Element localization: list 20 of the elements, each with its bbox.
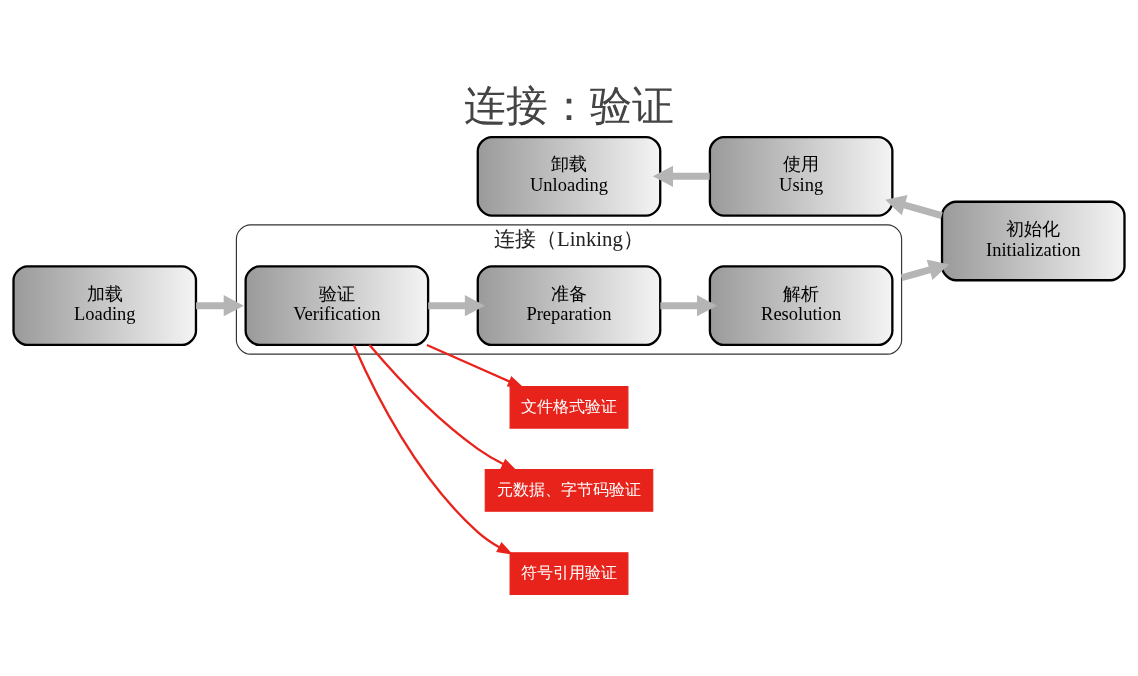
- node-box: 文件格式验证: [509, 385, 629, 429]
- diagram-title: 连接：验证: [464, 81, 674, 129]
- arrow: [428, 295, 485, 317]
- arrow: [352, 344, 514, 555]
- arrow: [900, 259, 949, 282]
- node-box: 解析 Resolution: [708, 265, 894, 347]
- arrow: [426, 343, 524, 388]
- arrow: [196, 295, 244, 317]
- node-box: 加载 Loading: [12, 265, 198, 347]
- node-box: 准备 Preparation: [476, 265, 662, 347]
- arrow: [652, 165, 710, 187]
- node-box: 使用 Using: [708, 135, 894, 217]
- arrow: [885, 194, 943, 219]
- node-box: 验证 Verification: [244, 265, 430, 347]
- node-box: 元数据、字节码验证: [484, 469, 654, 512]
- node-box: 符号引用验证: [509, 552, 629, 595]
- arrow: [368, 344, 518, 472]
- node-box: 初始化 Initialization: [940, 200, 1126, 282]
- node-box: 卸载 Unloading: [476, 135, 662, 217]
- arrow: [660, 295, 718, 317]
